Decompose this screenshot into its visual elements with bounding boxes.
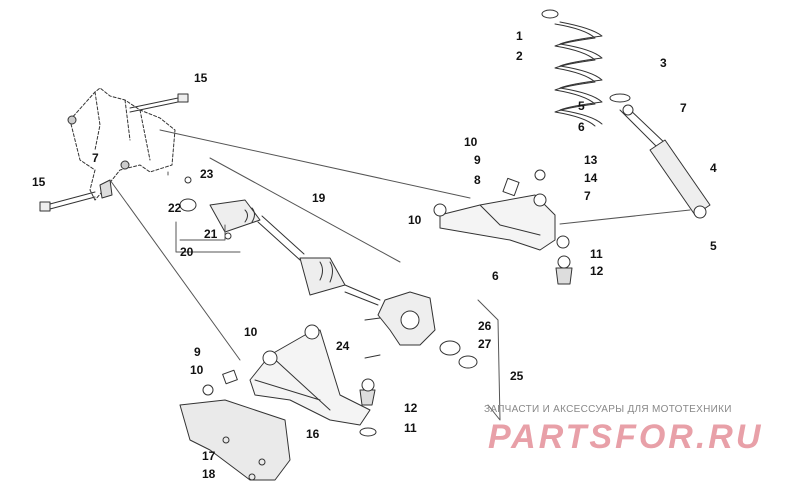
- callout-8: 8: [474, 173, 481, 187]
- callout-2: 2: [516, 49, 523, 63]
- callout-24: 24: [336, 339, 350, 353]
- cv-axle: [179, 176, 381, 306]
- coil-spring: [541, 9, 603, 127]
- callout-10b: 10: [408, 213, 422, 227]
- bolt-15-lower: [39, 191, 96, 212]
- callout-10c: 10: [244, 325, 258, 339]
- callout-5a: 5: [578, 99, 585, 113]
- callout-16: 16: [306, 427, 320, 441]
- callout-14: 14: [584, 171, 598, 185]
- callout-21: 21: [204, 227, 218, 241]
- callout-7b: 7: [584, 189, 591, 203]
- watermark-caption: ЗАПЧАСТИ И АКСЕССУАРЫ ДЛЯ МОТОТЕХНИКИ: [484, 404, 732, 415]
- callout-23: 23: [200, 167, 214, 181]
- bolt-15-upper: [129, 93, 189, 113]
- callout-18: 18: [202, 467, 216, 481]
- skid-plate: [179, 399, 291, 481]
- callout-1: 1: [516, 29, 523, 43]
- watermark-logo-text: PARTSFOR.RU: [488, 418, 763, 456]
- callout-15b: 15: [32, 175, 46, 189]
- callout-11b: 11: [404, 421, 417, 435]
- frame-bracket: [67, 87, 176, 201]
- lower-a-arm: [202, 324, 377, 437]
- callout-4: 4: [710, 161, 717, 175]
- callout-27: 27: [478, 337, 492, 351]
- shock-absorber: [609, 93, 711, 219]
- callout-12a: 12: [590, 264, 604, 278]
- callout-11a: 11: [590, 247, 603, 261]
- callout-7c: 7: [92, 151, 99, 165]
- callout-12b: 12: [404, 401, 418, 415]
- callout-6a: 6: [578, 120, 585, 134]
- callout-3: 3: [660, 56, 667, 70]
- callout-7a: 7: [680, 101, 687, 115]
- callout-5b: 5: [710, 239, 717, 253]
- steering-knuckle: [364, 291, 478, 369]
- callout-10a: 10: [464, 135, 478, 149]
- callout-13: 13: [584, 153, 598, 167]
- callout-22: 22: [168, 201, 182, 215]
- callout-9a: 9: [474, 153, 481, 167]
- callout-20: 20: [180, 245, 194, 259]
- upper-a-arm: [433, 169, 573, 285]
- watermark-logo: PARTSFOR.RU: [488, 418, 763, 456]
- callout-25: 25: [510, 369, 524, 383]
- callout-10d: 10: [190, 363, 204, 377]
- callout-9b: 9: [194, 345, 201, 359]
- callout-6b: 6: [492, 269, 499, 283]
- callout-15a: 15: [194, 71, 208, 85]
- callout-labels: 1 2 3 4 5 5 6 6 7 7 7 8 9 9 10 10 10 10 …: [32, 29, 717, 481]
- callout-26: 26: [478, 319, 492, 333]
- callout-19: 19: [312, 191, 326, 205]
- callout-17: 17: [202, 449, 216, 463]
